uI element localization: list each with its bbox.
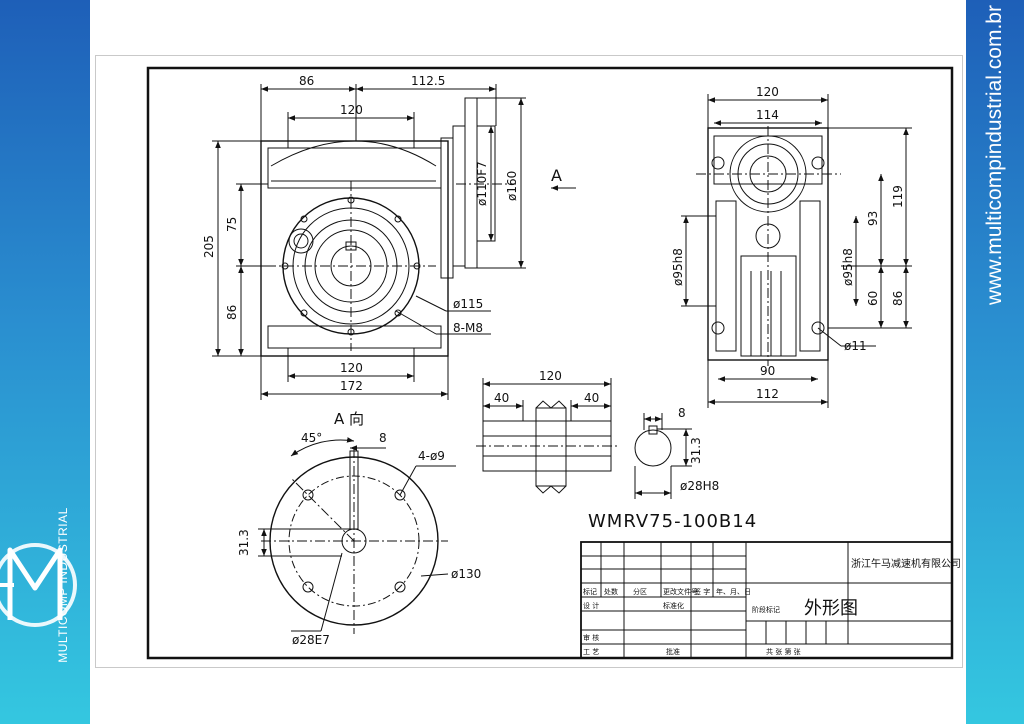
dim-115: ø115 [453,297,483,311]
multicomp-logo-icon [0,543,77,627]
right-brand-band: www.multicompindustrial.com.br [966,0,1024,724]
tb-stage: 阶段标记 [752,605,780,614]
title-block [580,541,953,659]
flange-key-8: 8 [379,431,387,445]
dim-110f7: ø110F7 [475,161,489,206]
side-dim-86: 86 [891,291,905,306]
dim-205: 205 [202,235,216,258]
flange-bore: ø28E7 [292,633,330,647]
website-url[interactable]: www.multicompindustrial.com.br [983,5,1006,305]
shaft-dim-40-right: 40 [584,391,599,405]
flange-view [258,437,456,634]
tb-count: 处数 [604,587,618,596]
side-dim-11: ø11 [844,339,867,353]
dim-86-top: 86 [299,74,314,88]
shaft-key-8: 8 [678,406,686,420]
tb-approve: 批准 [666,647,680,656]
tb-drawing-title: 外形图 [804,598,858,619]
hollow-shaft-view [476,378,692,499]
flange-angle: 45° [301,431,322,445]
company-logo-text: MULTICOMP INDUSTRIAL [56,507,70,663]
side-view [681,94,912,408]
side-dim-112: 112 [756,387,779,401]
side-dim-93: 93 [866,211,880,226]
shaft-key-31-3: 31.3 [689,437,703,464]
drawing-sheet: 86 112.5 120 205 75 86 ø110F7 ø160 ø115 … [95,55,963,668]
bolt-spec: 8-M8 [453,321,483,335]
side-dim-95h8-right: ø95h8 [841,248,855,286]
tb-date: 年、月、日 [716,587,751,596]
shaft-dim-40-left: 40 [494,391,509,405]
tb-standard: 标准化 [663,601,684,610]
dim-160: ø160 [505,171,519,201]
tb-sign: 签 字 [694,587,710,596]
dim-75: 75 [225,217,239,232]
tb-design: 设 计 [583,601,599,610]
side-dim-119: 119 [891,185,905,208]
tb-process: 工 艺 [583,648,599,656]
flange-holes: 4-ø9 [418,449,445,463]
view-a-arrow-label: A [551,166,562,185]
side-dim-114: 114 [756,108,779,122]
tb-review: 审 核 [583,633,599,642]
dim-112-5: 112.5 [411,74,445,88]
tb-mark: 标记 [583,587,597,596]
flange-key-31-3: 31.3 [237,529,251,556]
tb-zone: 分区 [633,587,647,596]
view-a-title: A 向 [334,410,364,428]
side-dim-120: 120 [756,85,779,99]
dim-172: 172 [340,379,363,393]
dim-120-bottom: 120 [340,361,363,375]
dim-120-top: 120 [340,103,363,117]
technical-drawing: 86 112.5 120 205 75 86 ø110F7 ø160 ø115 … [146,66,961,660]
front-view [212,84,576,400]
left-brand-band: MULTICOMP INDUSTRIAL [0,0,90,724]
flange-dim-130: ø130 [451,567,481,581]
dim-86-left: 86 [225,305,239,320]
tb-company: 浙江午马减速机有限公司 [851,557,961,570]
model-number: WMRV75-100B14 [588,511,757,532]
tb-change: 更改文件号 [663,587,698,596]
side-dim-90: 90 [760,364,775,378]
shaft-bore: ø28H8 [680,479,719,493]
tb-sheets: 共 张 第 张 [766,647,801,656]
shaft-dim-120: 120 [539,369,562,383]
side-dim-60: 60 [866,291,880,306]
side-dim-95h8-left: ø95h8 [671,248,685,286]
